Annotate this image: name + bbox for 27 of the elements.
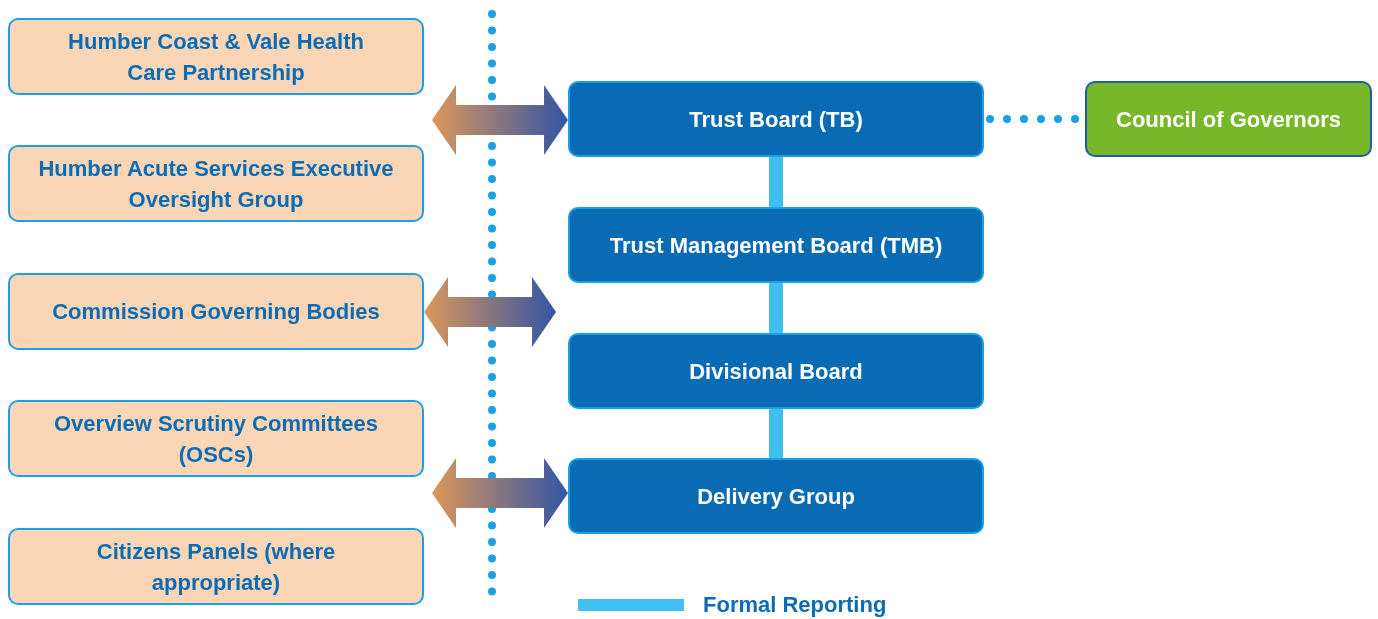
box-label: Commission Governing Bodies — [52, 298, 380, 326]
reporting-line — [769, 409, 783, 458]
box-label: Humber Acute Services Executive Oversight Group — [37, 154, 395, 214]
council-box — [1085, 81, 1372, 157]
box-label: Divisional Board — [689, 357, 863, 386]
board-box — [568, 333, 984, 409]
box-label: Council of Governors — [1116, 105, 1341, 134]
box-label: Citizens Panels (where appropriate) — [95, 537, 337, 597]
stakeholder-box — [8, 145, 424, 222]
legend-label: Formal Reporting — [703, 592, 887, 618]
stakeholder-box — [8, 273, 424, 350]
stakeholder-box — [8, 18, 424, 95]
reporting-line — [769, 157, 783, 207]
box-label: Delivery Group — [697, 482, 855, 511]
box-label: Humber Coast & Vale Health Care Partnership — [67, 27, 365, 87]
box-label: Trust Board (TB) — [689, 105, 863, 134]
board-box — [568, 81, 984, 157]
double-arrow — [432, 458, 568, 528]
stakeholder-box — [8, 528, 424, 605]
double-arrow — [432, 85, 568, 155]
box-label: Overview Scrutiny Committees (OSCs) — [53, 409, 379, 469]
box-label: Trust Management Board (TMB) — [609, 231, 943, 260]
stakeholder-box — [8, 400, 424, 477]
board-box — [568, 207, 984, 283]
reporting-line — [769, 283, 783, 333]
board-box — [568, 458, 984, 534]
double-arrow — [424, 277, 556, 347]
